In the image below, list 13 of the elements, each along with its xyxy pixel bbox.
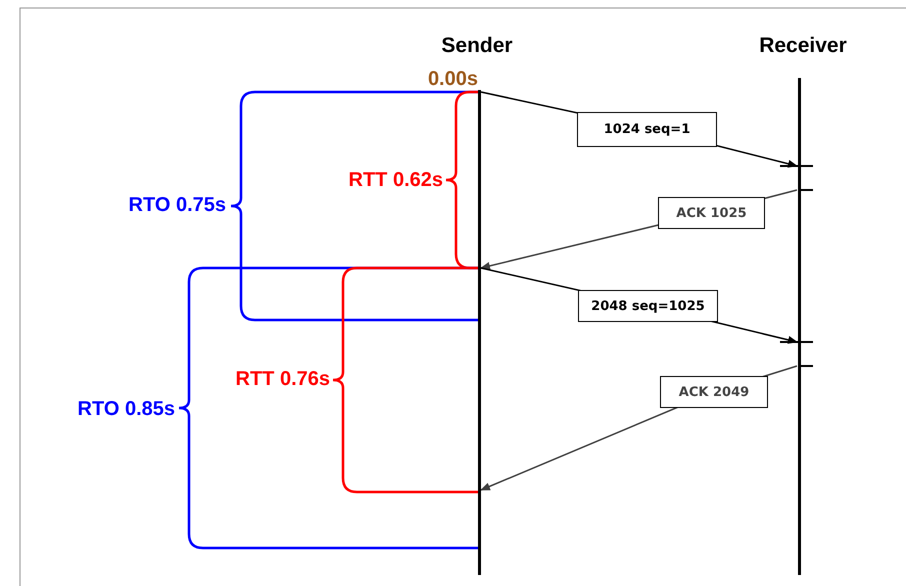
- interval-label: RTO 0.75s: [128, 194, 226, 217]
- message-label: 2048 seq=1025: [578, 290, 718, 322]
- message-label: ACK 1025: [658, 197, 765, 229]
- message-label: 1024 seq=1: [577, 112, 717, 147]
- participant-label: Receiver: [759, 34, 847, 58]
- interval-label: RTT 0.76s: [236, 368, 330, 391]
- participant-label: Sender: [441, 34, 513, 58]
- message-label: ACK 2049: [660, 376, 768, 408]
- interval-label: RTT 0.62s: [348, 169, 443, 192]
- lifeline: [798, 78, 800, 575]
- interval-label: RTO 0.85s: [78, 398, 175, 421]
- lifeline: [478, 90, 480, 575]
- time-label: 0.00s: [428, 68, 478, 91]
